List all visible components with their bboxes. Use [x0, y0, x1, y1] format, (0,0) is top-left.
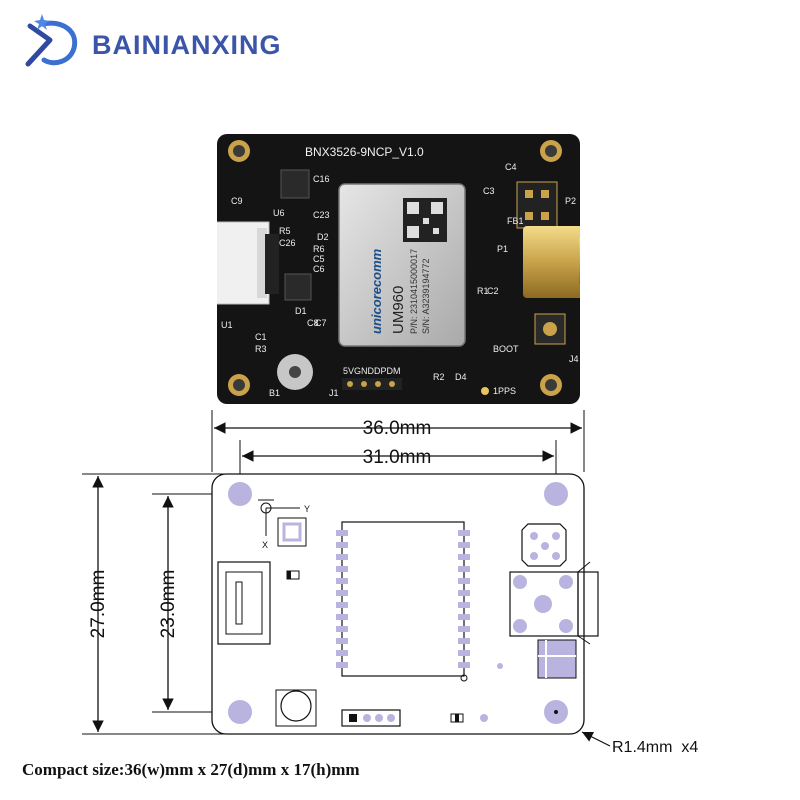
- module-pad-left: [336, 590, 348, 596]
- module-pad-right: [458, 590, 470, 596]
- size-caption: Compact size:36(w)mm x 27(d)mm x 17(h)mm: [22, 760, 360, 779]
- module-pad-left: [336, 662, 348, 668]
- module-pad-left: [336, 554, 348, 560]
- pads-outline-p2: [521, 523, 567, 567]
- chip-u6: [280, 169, 310, 199]
- sma-outline: [509, 561, 599, 645]
- buzzer-b1: [277, 354, 313, 390]
- module-pad-right: [458, 662, 470, 668]
- module-pad-left: [336, 542, 348, 548]
- hole-bottom-left: [228, 700, 252, 724]
- dim-width-holes: 31.0mm: [363, 447, 432, 468]
- module-pad-right: [458, 602, 470, 608]
- label-c1: C1: [255, 332, 267, 342]
- module-pads: [336, 530, 470, 668]
- module-brand: unicorecomm: [369, 248, 384, 334]
- module-pad-right: [458, 566, 470, 572]
- ipex-outline: [537, 639, 577, 679]
- module-pad-left: [336, 614, 348, 620]
- module-pad-left: [336, 602, 348, 608]
- module-model: UM960: [390, 286, 407, 334]
- label-c26: C26: [279, 238, 296, 248]
- module-pad-left: [336, 650, 348, 656]
- label-c7: C7: [315, 318, 327, 328]
- label-c2: C2: [487, 286, 499, 296]
- axis-label-y: Y: [304, 504, 310, 514]
- mounting-hole: [228, 374, 250, 396]
- label-c5: C5: [313, 254, 325, 264]
- header-outline-j1: [341, 709, 401, 727]
- label-r2: R2: [433, 372, 445, 382]
- mounting-hole: [540, 140, 562, 162]
- module-pad-right: [458, 614, 470, 620]
- label-c8: C8: [307, 318, 319, 328]
- bnx-logo-icon: [25, 14, 78, 67]
- label-d1: D1: [295, 306, 307, 316]
- label-b1: B1: [269, 388, 280, 398]
- module-pad-left: [336, 626, 348, 632]
- label-u6: U6: [273, 208, 285, 218]
- sma-connector: [523, 226, 580, 298]
- label-fb1: FB1: [507, 216, 524, 226]
- label-d2: D2: [317, 232, 329, 242]
- mounting-hole: [228, 140, 250, 162]
- dim-width-outer: 36.0mm: [363, 418, 432, 439]
- dim-height-holes: 23.0mm: [158, 570, 179, 639]
- label-c16: C16: [313, 174, 330, 184]
- module-pad-right: [458, 530, 470, 536]
- label-c23: C23: [313, 210, 330, 220]
- board-outline: [211, 473, 585, 735]
- label-d4: D4: [455, 372, 467, 382]
- module-pad-left: [336, 638, 348, 644]
- board-photo: BNX3526-9NCP_V1.0 unicorecomm UM960 P/N:…: [217, 134, 580, 404]
- label-r1: R1: [477, 286, 489, 296]
- label-r5: R5: [279, 226, 291, 236]
- module-pad-right: [458, 638, 470, 644]
- label-c6: C6: [313, 264, 325, 274]
- module-pad-right: [458, 554, 470, 560]
- led-outline-1pps: [480, 714, 488, 722]
- buzzer-outline: [275, 689, 317, 727]
- label-boot: BOOT: [493, 344, 519, 354]
- chip-outline-u6: [277, 517, 307, 547]
- module-pad-left: [336, 530, 348, 536]
- brand-name: BAINIANXING: [92, 30, 282, 60]
- axis-label-x: X: [262, 540, 268, 550]
- module-pn: P/N: 2310415000017: [409, 249, 419, 334]
- dim-height-outer: 27.0mm: [88, 570, 109, 639]
- label-c4: C4: [505, 162, 517, 172]
- mounting-hole: [540, 374, 562, 396]
- connector-outline-left: [217, 561, 271, 645]
- module-pad-right: [458, 542, 470, 548]
- module-pad-right: [458, 578, 470, 584]
- module-pad-left: [336, 566, 348, 572]
- dimension-drawing: 36.0mm 31.0mm 27.0mm 23.0mm Y X: [82, 410, 698, 756]
- label-r3: R3: [255, 344, 267, 354]
- label-pins: 5VGNDDPDM: [343, 366, 401, 376]
- axis-marker: [258, 499, 300, 536]
- chip-u1: [284, 273, 312, 301]
- module-pad-left: [336, 578, 348, 584]
- label-u1: U1: [221, 320, 233, 330]
- chip-r5: [265, 234, 279, 294]
- hole-top-right: [544, 482, 568, 506]
- label-r6: R6: [313, 244, 325, 254]
- label-c3: C3: [483, 186, 495, 196]
- label-1pps: 1PPS: [493, 386, 516, 396]
- hole-top-left: [228, 482, 252, 506]
- module-outline: [341, 521, 465, 677]
- label-j1: J1: [329, 388, 339, 398]
- module-pad-right: [458, 626, 470, 632]
- label-c9: C9: [231, 196, 243, 206]
- silk-title: BNX3526-9NCP_V1.0: [305, 145, 424, 159]
- label-j4: J4: [569, 354, 579, 364]
- led-d4: [481, 387, 489, 395]
- radius-leader: [581, 731, 611, 747]
- module-sn: S/N: A3239194772: [421, 258, 431, 334]
- dim-corner-radius: R1.4mm x4: [612, 739, 698, 756]
- label-p2: P2: [565, 196, 576, 206]
- module-pad-right: [458, 650, 470, 656]
- header-j1: [342, 378, 402, 390]
- label-p1: P1: [497, 244, 508, 254]
